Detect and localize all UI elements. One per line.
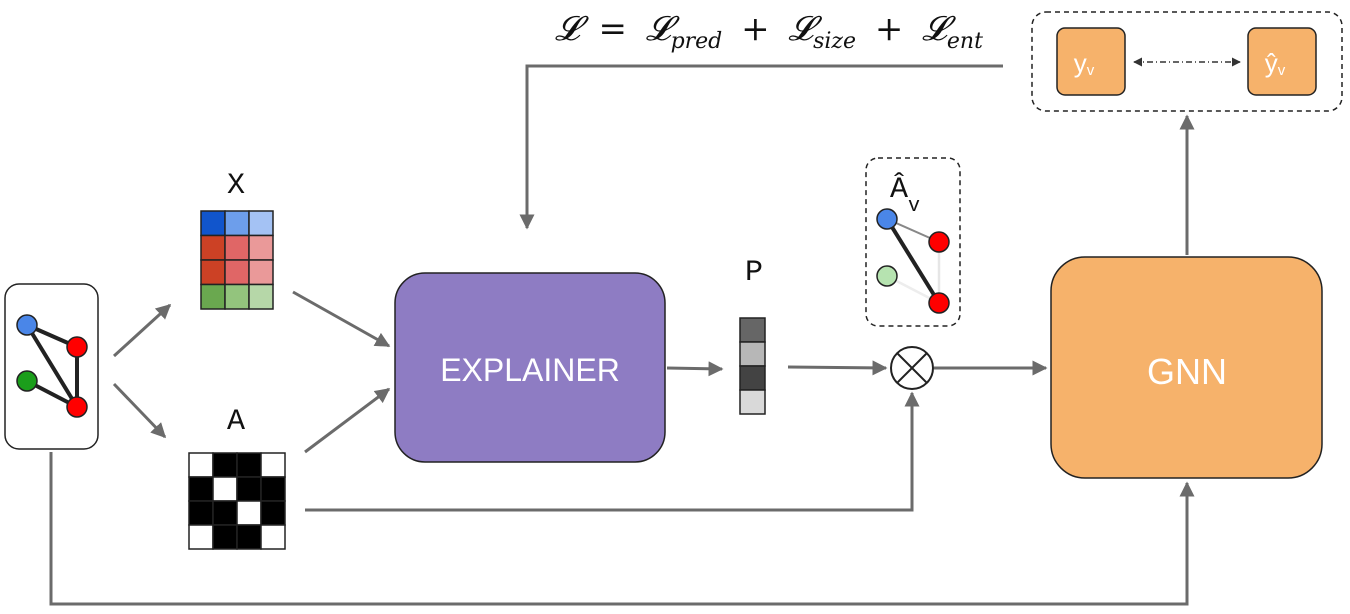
arrow-graph-to-features bbox=[112, 303, 172, 358]
arrow-features-to-explainer bbox=[292, 290, 391, 348]
masked-adj-subscript: v bbox=[908, 195, 920, 218]
feature-matrix bbox=[200, 210, 274, 310]
adjacency-cell bbox=[236, 476, 262, 502]
y-true-subscript: v bbox=[1087, 62, 1095, 79]
feature-cell bbox=[200, 210, 226, 237]
masked-node-blue bbox=[876, 208, 898, 230]
y-true-box bbox=[1056, 27, 1126, 96]
explainer-block bbox=[394, 272, 666, 463]
features-label: X bbox=[227, 169, 245, 203]
loss-formula: 𝓛 = 𝓛pred + 𝓛size + 𝓛ent bbox=[555, 9, 983, 57]
graph-node-red bbox=[66, 336, 88, 358]
svg-text:ŷv: ŷv bbox=[1265, 48, 1286, 79]
masked-adj-label: Â bbox=[890, 172, 908, 207]
mask-cell bbox=[739, 341, 766, 367]
svg-text:Âv: Âv bbox=[890, 172, 920, 218]
adjacency-cell bbox=[188, 452, 214, 478]
feature-cell bbox=[200, 234, 226, 261]
feature-cell bbox=[200, 259, 226, 286]
feature-cell bbox=[224, 210, 250, 237]
adjacency-label: A bbox=[227, 405, 245, 439]
feature-cell bbox=[248, 210, 274, 237]
masked-graph: Âv bbox=[865, 157, 961, 327]
mask-label: P bbox=[745, 256, 763, 290]
y-pred-subscript: v bbox=[1278, 62, 1286, 79]
adjacency-matrix bbox=[188, 452, 286, 550]
adjacency-cell bbox=[188, 524, 214, 550]
gnn-label: GNN bbox=[1147, 351, 1227, 392]
graph-node-green bbox=[16, 370, 38, 392]
loss-plus-2: + bbox=[875, 9, 904, 49]
feature-cell bbox=[224, 283, 250, 310]
arrow-adjacency-to-multiply bbox=[305, 391, 920, 512]
feature-cell bbox=[248, 234, 274, 261]
adjacency-cell bbox=[260, 476, 286, 502]
multiply-operator bbox=[890, 346, 934, 390]
adjacency-cell bbox=[212, 500, 238, 526]
loss-term-pred-subscript: pred bbox=[671, 29, 723, 54]
feature-cell bbox=[200, 283, 226, 310]
loss-term-ent-subscript: ent bbox=[947, 29, 983, 54]
feature-cell bbox=[248, 259, 274, 286]
arrow-mask-to-multiply bbox=[787, 360, 888, 376]
adjacency-cell bbox=[260, 452, 286, 478]
adjacency-cell bbox=[212, 452, 238, 478]
graph-node-red bbox=[66, 396, 88, 418]
arrow-adjacency-to-explainer bbox=[304, 387, 391, 454]
y-pred-label: ŷ bbox=[1265, 48, 1278, 78]
arrow-graph-to-gnn bbox=[49, 452, 1195, 606]
connectors bbox=[49, 64, 1195, 606]
adjacency-cell bbox=[212, 476, 238, 502]
adjacency-cell bbox=[260, 524, 286, 550]
graph-edge bbox=[25, 323, 79, 409]
svg-text:𝓛 = 𝓛pred: 𝓛 = 𝓛pred + 𝓛size + 𝓛ent bbox=[555, 9, 983, 57]
arrow-loss-to-explainer bbox=[519, 64, 1003, 230]
graph-node-blue bbox=[16, 314, 38, 336]
loss-plus-1: + bbox=[741, 9, 770, 49]
masked-edge bbox=[885, 217, 941, 305]
mask-cell bbox=[739, 365, 766, 391]
adjacency-cell bbox=[188, 500, 214, 526]
gnn-block bbox=[1050, 256, 1323, 479]
output-comparison: yv ŷv bbox=[1031, 11, 1343, 112]
adjacency-cell bbox=[236, 452, 262, 478]
feature-cell bbox=[224, 259, 250, 286]
adjacency-cell bbox=[188, 476, 214, 502]
mask-cell bbox=[739, 317, 766, 343]
explainer-label: EXPLAINER bbox=[440, 352, 620, 388]
feature-cell bbox=[248, 283, 274, 310]
y-true-label: y bbox=[1074, 48, 1087, 78]
loss-lhs: 𝓛 bbox=[555, 9, 589, 49]
input-graph bbox=[4, 283, 99, 450]
masked-node-red bbox=[928, 292, 950, 314]
adjacency-cell bbox=[236, 524, 262, 550]
mask-vector bbox=[739, 317, 766, 415]
y-pred-box bbox=[1247, 27, 1317, 96]
svg-text:yv: yv bbox=[1074, 48, 1095, 79]
arrow-explainer-to-mask bbox=[666, 361, 724, 377]
loss-term-size-subscript: size bbox=[813, 29, 856, 54]
mask-cell bbox=[739, 389, 766, 415]
adjacency-cell bbox=[236, 500, 262, 526]
adjacency-cell bbox=[212, 524, 238, 550]
adjacency-cell bbox=[260, 500, 286, 526]
arrow-graph-to-adjacency bbox=[112, 382, 167, 439]
feature-cell bbox=[224, 234, 250, 261]
masked-node-light-green bbox=[876, 265, 898, 287]
loss-equals: = bbox=[599, 9, 628, 49]
masked-node-red bbox=[928, 231, 950, 253]
